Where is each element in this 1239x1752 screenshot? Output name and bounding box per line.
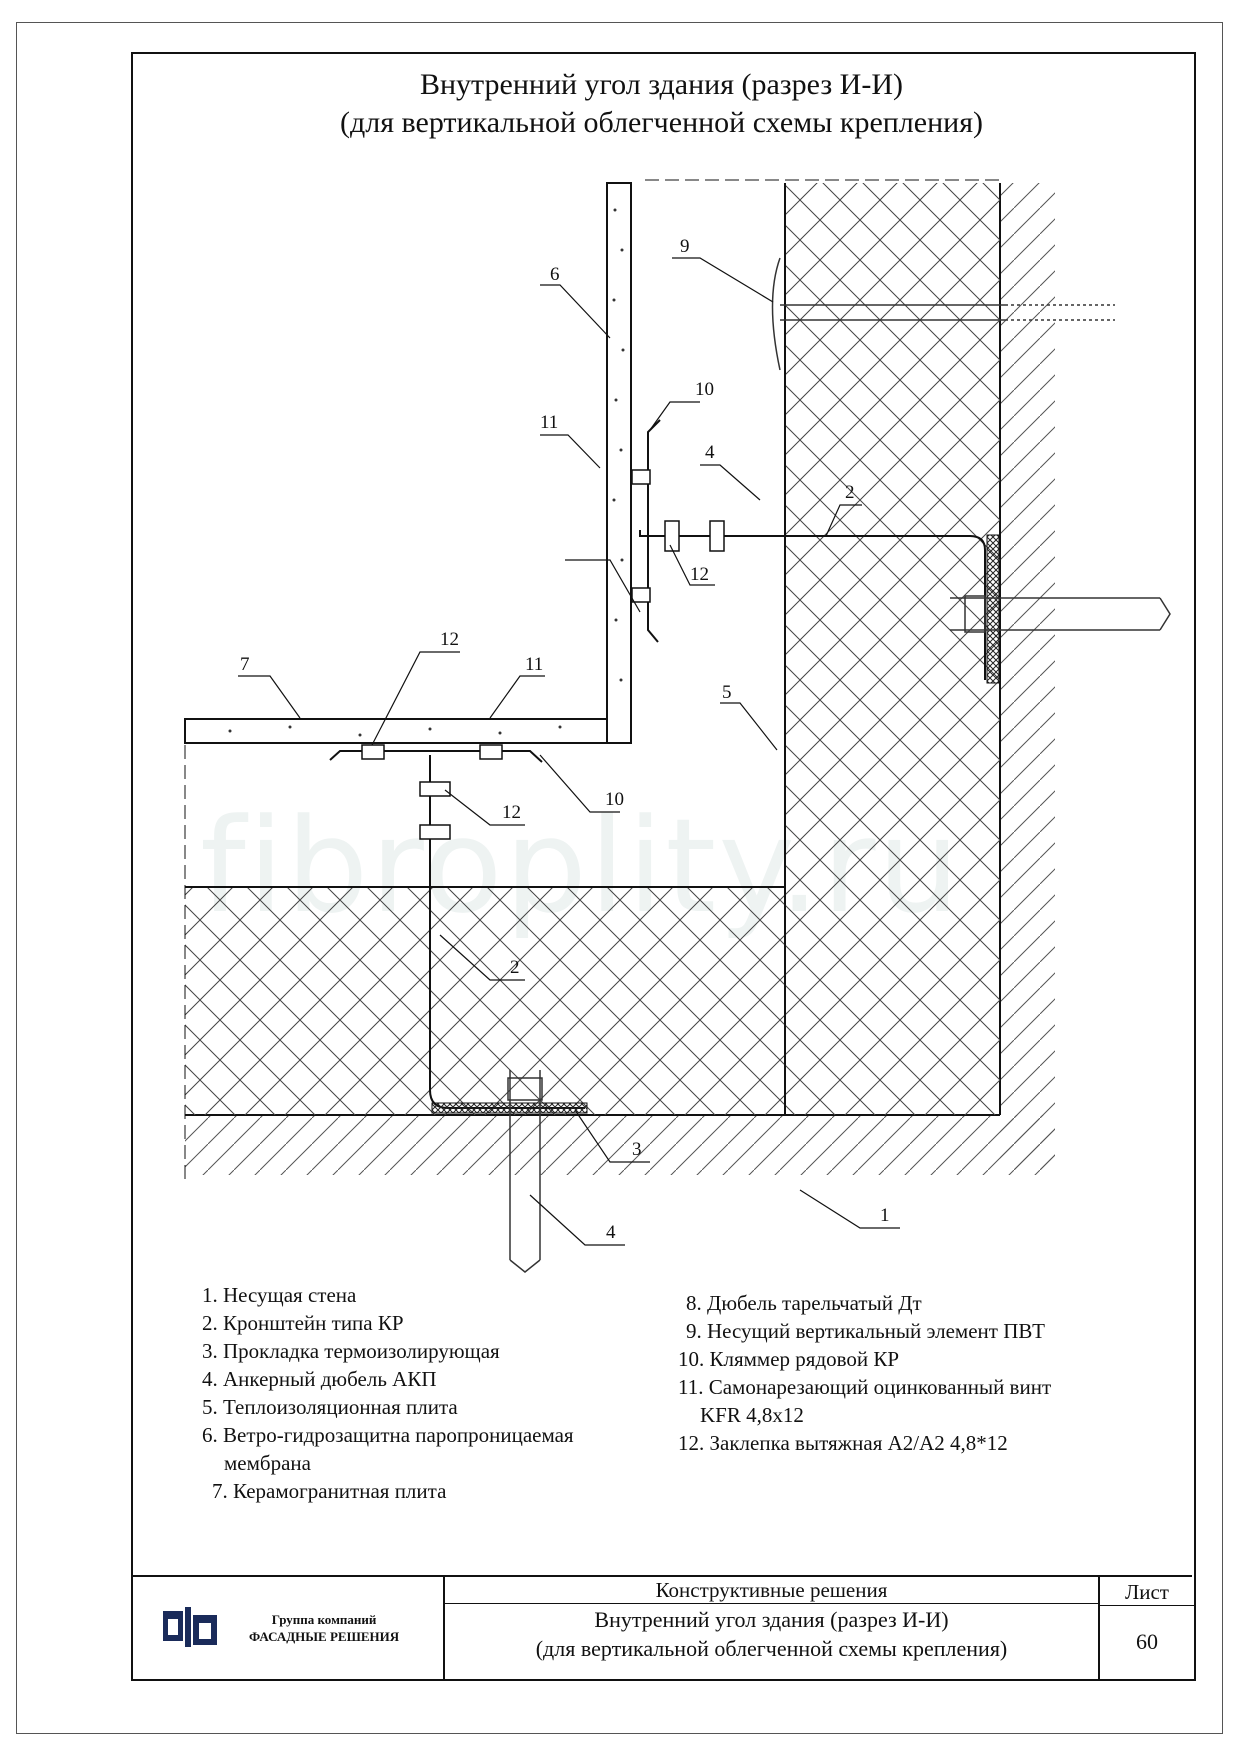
legend-item: 1. Несущая стена — [202, 1283, 357, 1307]
legend-item: 8. Дюбель тарельчатый Дт — [686, 1291, 922, 1315]
title-block: Группа компаний ФАСАДНЫЕ РЕШЕНИЯ Констру… — [131, 1575, 1194, 1679]
callout-8: 9 — [680, 236, 690, 257]
legend-item: 7. Керамогранитная плита — [212, 1479, 447, 1503]
callout-2a: 2 — [845, 482, 855, 503]
callout-3: 3 — [632, 1139, 642, 1160]
callout-5: 4 — [705, 442, 715, 463]
fasteners — [361, 469, 725, 840]
callout-7b: 7 — [240, 654, 250, 675]
callout-10b: 11 — [525, 654, 543, 675]
legend-right: 8. Дюбель тарельчатый Дт 9. Несущий верт… — [678, 1289, 1051, 1457]
legend-item: 6. Ветро-гидрозащитна паропроницаемая — [202, 1423, 574, 1447]
legend-item: 10. Кляммер рядовой КР — [678, 1347, 900, 1371]
callout-numbers: 6 9 10 11 4 2 12 5 7 11 12 10 12 2 3 1 4 — [240, 236, 890, 1243]
callout-9a: 10 — [695, 379, 714, 400]
callout-4: 4 — [606, 1222, 616, 1243]
section-name: Конструктивные решения — [445, 1577, 1098, 1604]
sheet-number-block: Лист 60 — [1098, 1577, 1194, 1679]
legend-item: 5. Теплоизоляционная плита — [202, 1395, 458, 1419]
callout-10a: 11 — [540, 412, 558, 433]
drawing-frame — [131, 52, 1196, 1681]
legend-item: KFR 4,8х12 — [700, 1403, 804, 1427]
legend-item: 3. Прокладка термоизолирующая — [202, 1339, 500, 1363]
company-logo — [163, 1607, 217, 1647]
callout-1: 1 — [880, 1205, 890, 1226]
title-line-2: (для вертикальной облегченной схемы креп… — [340, 106, 983, 139]
legend-item: 9. Несущий вертикальный элемент ПВТ — [686, 1319, 1045, 1343]
callout-9b: 10 — [605, 789, 624, 810]
insulation-board — [184, 179, 1000, 1180]
plate-dowel — [771, 257, 1115, 371]
company-block: Группа компаний ФАСАДНЫЕ РЕШЕНИЯ — [131, 1577, 445, 1679]
callout-2b: 2 — [510, 957, 520, 978]
legend-item: мембрана — [224, 1451, 311, 1475]
legend-left: 1. Несущая стена 2. Кронштейн типа КР 3.… — [202, 1281, 574, 1505]
sheet-desc-line-1: Внутренний угол здания (разрез И-И) — [594, 1607, 949, 1632]
legend-item: 11. Самонарезающий оцинкованный винт — [678, 1375, 1052, 1399]
legend-item: 2. Кронштейн типа КР — [202, 1311, 404, 1335]
callout-11b: 12 — [502, 802, 521, 823]
sheet-desc-line-2: (для вертикальной облегченной схемы креп… — [535, 1636, 1008, 1661]
sheet-outer-border — [16, 22, 1223, 1734]
callout-12b: 12 — [440, 629, 459, 650]
leader-lines — [238, 257, 900, 1246]
porcelain-tile — [184, 182, 632, 744]
company-name: Группа компаний ФАСАДНЫЕ РЕШЕНИЯ — [249, 1611, 399, 1645]
legend-item: 12. Заклепка вытяжная А2/А2 4,8*12 — [678, 1431, 1008, 1455]
callout-11a: 12 — [690, 564, 709, 585]
company-line-2: ФАСАДНЫЕ РЕШЕНИЯ — [249, 1629, 400, 1644]
sheet-number: 60 — [1136, 1629, 1158, 1654]
sheet-label: Лист — [1100, 1577, 1194, 1606]
title-line-1: Внутренний угол здания (разрез И-И) — [419, 68, 903, 101]
callout-6: 5 — [722, 682, 732, 703]
anchor-dowel — [507, 595, 1171, 1273]
drawing-title: Внутренний угол здания (разрез И-И) (для… — [131, 66, 1192, 142]
vertical-profile — [329, 419, 661, 763]
callout-7a: 6 — [550, 264, 560, 285]
company-line-1: Группа компаний — [271, 1612, 377, 1627]
legend-item: 4. Анкерный дюбель АКП — [202, 1367, 437, 1391]
sheet-description: Внутренний угол здания (разрез И-И) (для… — [445, 1605, 1098, 1663]
load-bearing-wall — [185, 183, 1055, 1175]
